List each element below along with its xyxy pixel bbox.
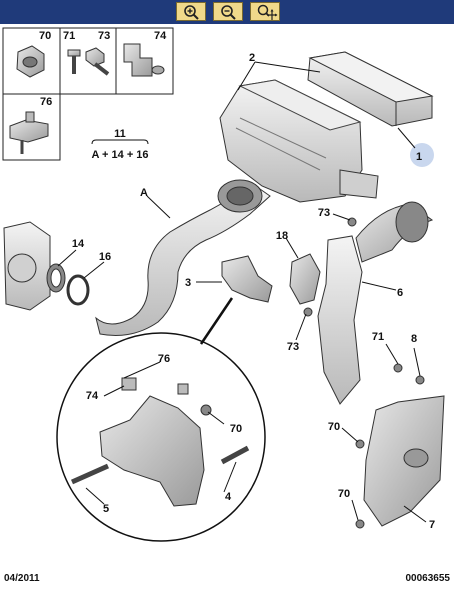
label-70-mid: 70	[328, 421, 340, 433]
label-74-detail: 74	[86, 390, 99, 402]
air-duct-6	[317, 201, 434, 405]
label-6: 6	[397, 287, 403, 299]
clip-legend-box: 76	[2, 93, 61, 161]
zoom-in-icon	[184, 5, 199, 20]
label-73-box: 73	[98, 30, 110, 42]
label-8: 8	[411, 333, 417, 345]
zoom-pan-icon	[257, 4, 278, 20]
label-4: 4	[225, 491, 232, 503]
screw-drawing	[67, 49, 81, 74]
zoom-in-button[interactable]	[176, 2, 206, 21]
label-70-low: 70	[338, 488, 350, 500]
label-73-lower: 73	[287, 341, 299, 353]
label-7: 7	[429, 519, 435, 531]
parts-diagram: 70 71 73 74 76 11	[0, 24, 454, 588]
highlight-marker	[410, 143, 434, 167]
label-3: 3	[185, 277, 191, 289]
zoom-pan-button[interactable]	[250, 2, 280, 21]
zoom-out-button[interactable]	[213, 2, 243, 21]
label-73-upper: 73	[318, 207, 330, 219]
label-76-detail: 76	[158, 353, 170, 365]
zoom-out-icon	[221, 5, 236, 20]
footer-date: 04/2011	[4, 573, 40, 584]
clip-drawing	[123, 43, 165, 77]
label-70-detail: 70	[230, 423, 242, 435]
toolbar	[0, 0, 454, 24]
formula-text: A + 14 + 16	[91, 149, 148, 161]
label-71-box: 71	[63, 30, 75, 42]
label-2: 2	[249, 52, 255, 64]
detail-zoom-circle	[56, 297, 266, 542]
air-filter-element	[307, 51, 434, 127]
label-5: 5	[103, 503, 109, 515]
footer-reference: 00063655	[405, 573, 451, 584]
formula-ref: 11	[114, 128, 126, 140]
label-a: A	[140, 187, 148, 199]
label-71: 71	[372, 331, 384, 343]
seal-ring-14	[46, 263, 66, 293]
clamp-16	[66, 274, 90, 306]
heat-shield-7	[363, 395, 445, 527]
turbocharger	[3, 221, 51, 311]
label-16: 16	[99, 251, 111, 263]
label-76-box: 76	[40, 96, 52, 108]
nut-drawing	[16, 45, 45, 78]
label-1: 1	[416, 151, 422, 163]
label-74-box: 74	[154, 30, 167, 42]
formula-kit: 11 A + 14 + 16	[91, 128, 148, 161]
air-filter-housing	[219, 79, 379, 203]
fastener-legend-box: 70 71 73 74	[2, 27, 174, 95]
bolt-drawing	[85, 47, 110, 76]
label-18: 18	[276, 230, 288, 242]
label-14: 14	[72, 238, 85, 250]
bracket-18	[289, 253, 321, 305]
label-70-box: 70	[39, 30, 51, 42]
small-fasteners	[303, 217, 425, 529]
bracket-3	[221, 255, 273, 303]
intake-hose-a	[95, 179, 271, 336]
